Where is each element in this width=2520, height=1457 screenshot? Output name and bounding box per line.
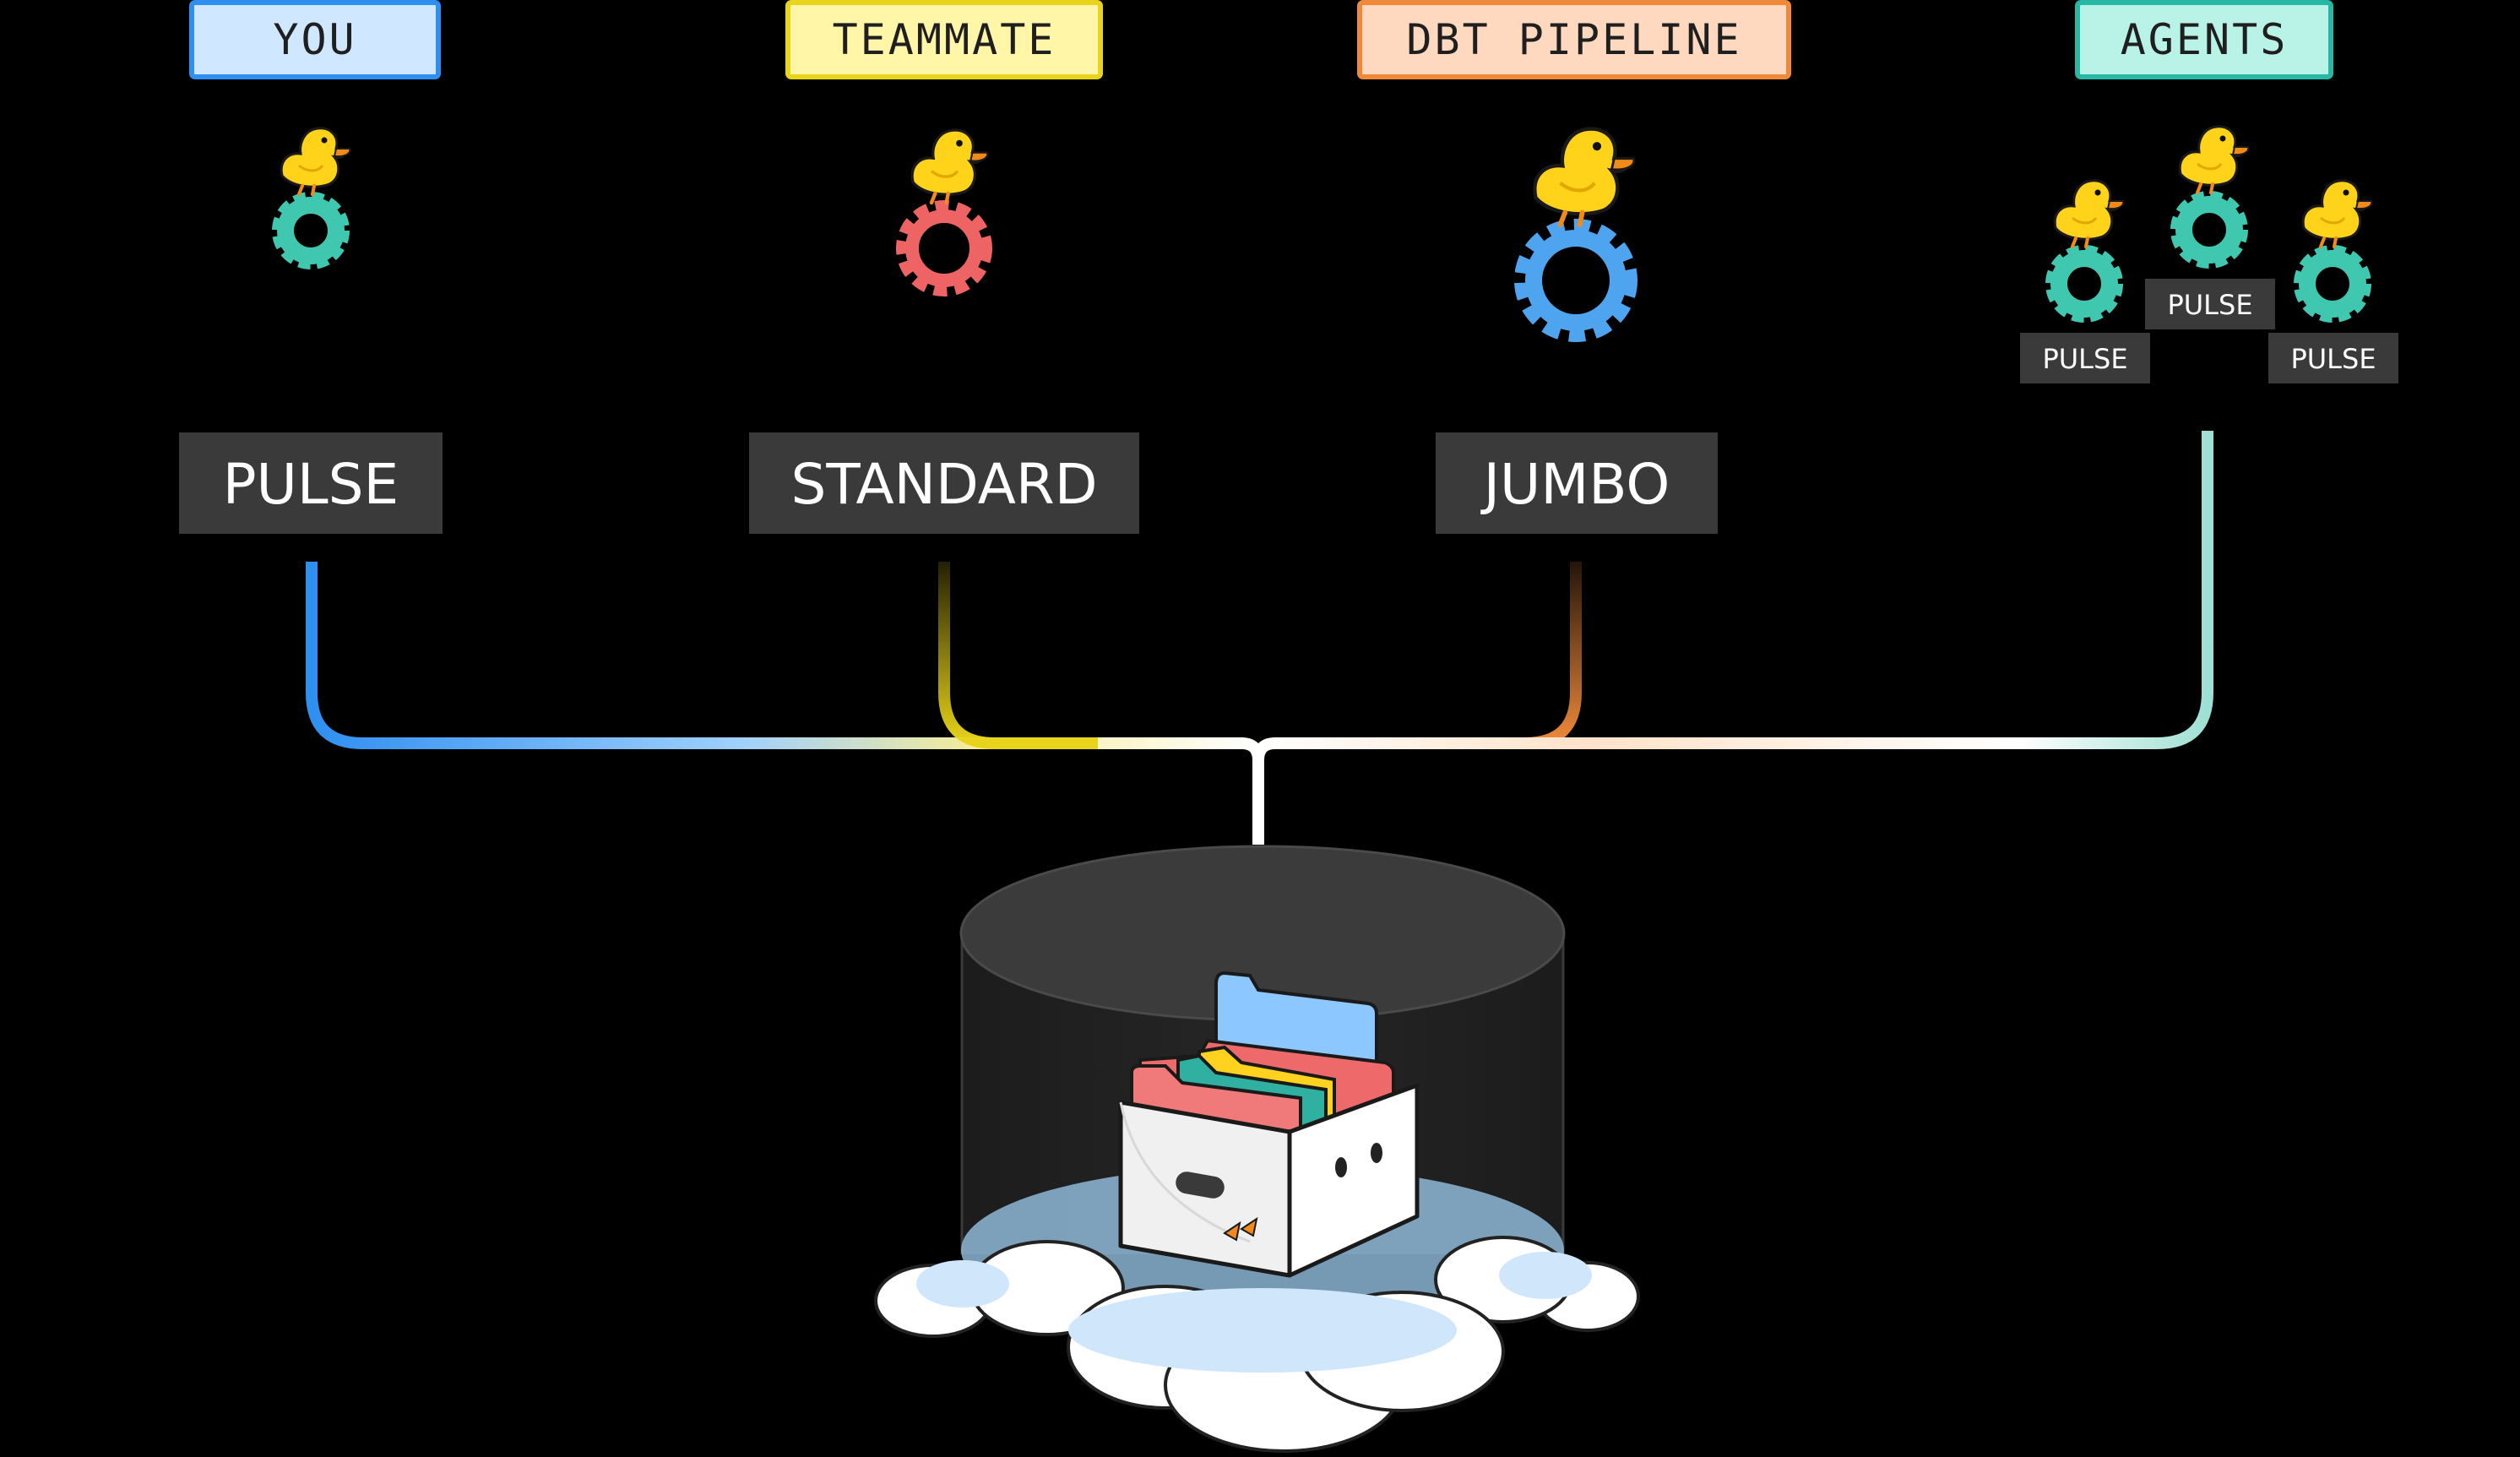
agent-instance-3: PULSE xyxy=(2268,178,2398,383)
size-label-standard-text: STANDARD xyxy=(790,452,1097,517)
duck-icon xyxy=(280,126,352,196)
size-label-jumbo: JUMBO xyxy=(1436,432,1718,534)
connector-you-merge xyxy=(306,562,1264,845)
gear-icon xyxy=(896,200,992,296)
gear-icon xyxy=(272,192,350,269)
agent-instance-1: PULSE xyxy=(2020,178,2150,383)
role-label-you: YOU xyxy=(273,15,356,64)
role-label-agents: AGENTS xyxy=(2121,15,2289,64)
file-box-icon xyxy=(1118,970,1420,1278)
role-label-teammate: TEAMMATE xyxy=(833,15,1056,64)
duck-icon xyxy=(2178,124,2251,194)
agent-label-2: PULSE xyxy=(2167,289,2252,321)
size-label-jumbo-text: JUMBO xyxy=(1480,452,1670,517)
duck-icon xyxy=(2301,178,2374,248)
agent-instance-2: PULSE xyxy=(2145,124,2275,329)
gear-icon xyxy=(2294,245,2371,323)
role-badge-agents: AGENTS xyxy=(2075,0,2333,79)
size-label-standard: STANDARD xyxy=(749,432,1139,534)
connector-teammate-merge xyxy=(938,562,1098,749)
role-badge-dbt-pipeline: DBT PIPELINE xyxy=(1357,0,1791,79)
duck-icon xyxy=(2053,178,2126,248)
role-badge-teammate: TEAMMATE xyxy=(785,0,1103,79)
role-label-dbt-pipeline: DBT PIPELINE xyxy=(1406,15,1741,64)
connector-dbt-merge xyxy=(1393,562,1582,749)
agent-label-1: PULSE xyxy=(2042,343,2127,375)
role-badge-you: YOU xyxy=(189,0,441,79)
gear-icon xyxy=(1514,219,1637,342)
agent-label-3: PULSE xyxy=(2290,343,2376,375)
size-label-pulse-text: PULSE xyxy=(223,452,399,517)
gear-icon xyxy=(2170,191,2248,269)
duck-icon xyxy=(912,130,987,203)
duck-icon xyxy=(1534,129,1634,225)
teammate-instance xyxy=(896,130,992,296)
dbt-pipeline-instance xyxy=(1514,129,1637,342)
size-label-pulse: PULSE xyxy=(179,432,443,534)
gear-icon xyxy=(2045,245,2123,323)
you-instance xyxy=(272,126,352,269)
connector-agents-merge xyxy=(1252,431,2213,845)
